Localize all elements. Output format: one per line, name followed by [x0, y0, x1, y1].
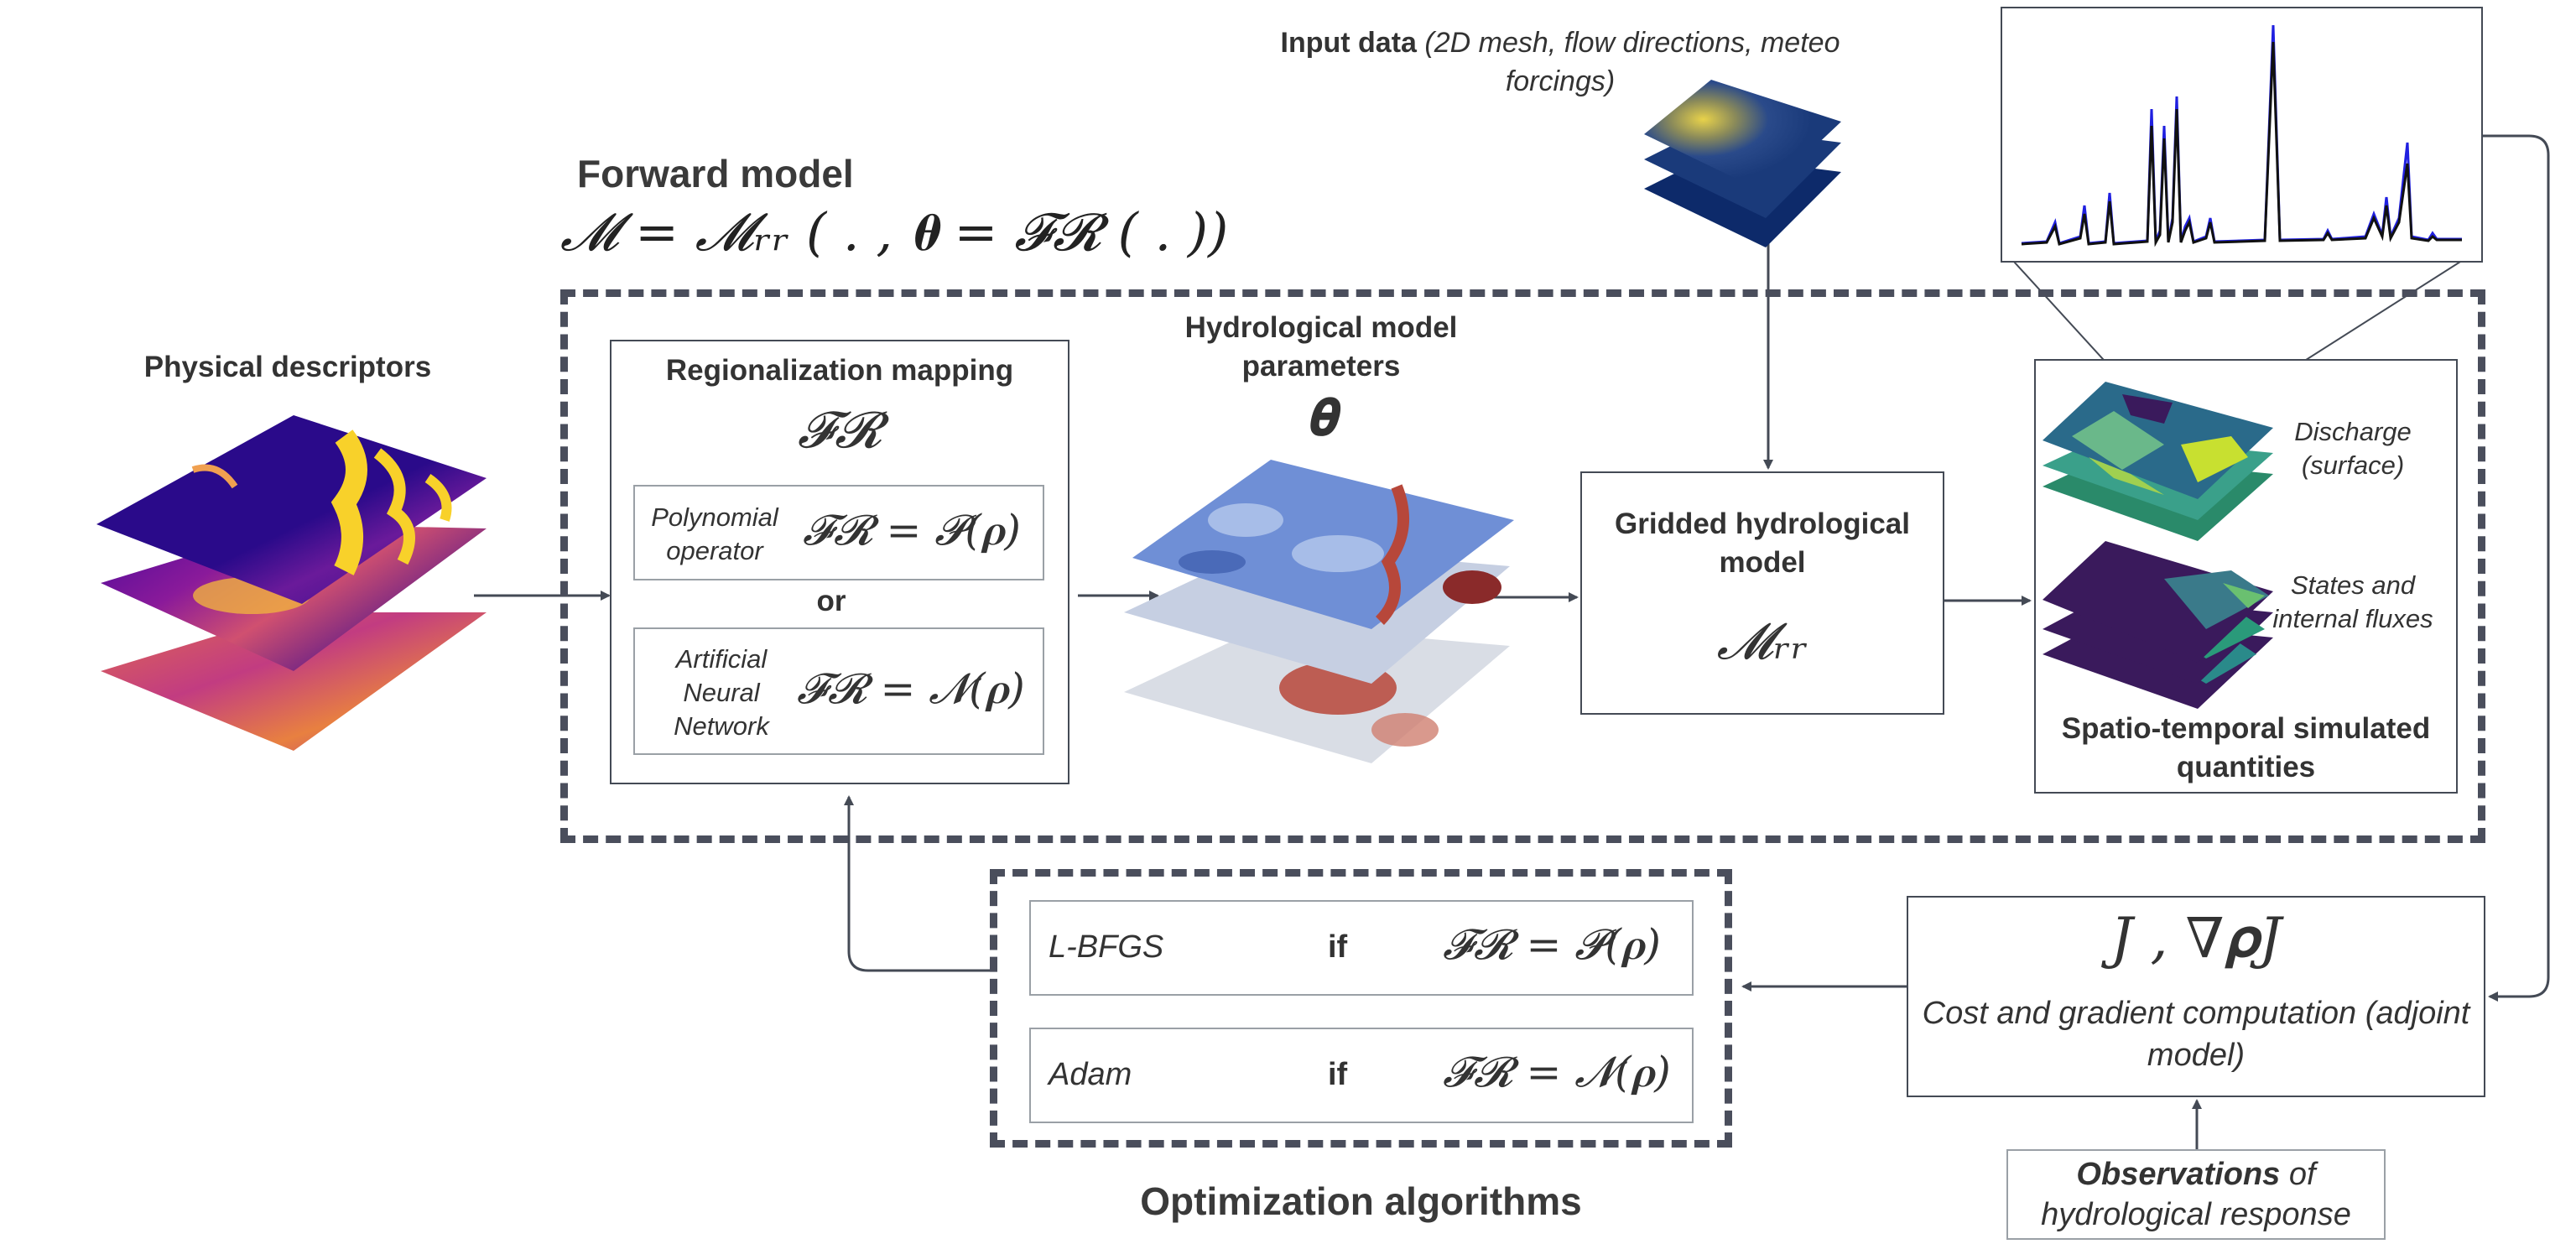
or-label: or — [816, 585, 846, 617]
optim-row-adam-name: Adam — [1049, 1057, 1132, 1092]
forward-model-equation: 𝓜 = 𝓜ᵣᵣ ( . , 𝛉 = 𝓕𝓡 ( . )) — [560, 201, 1229, 263]
optim-row-lbfgs-cond: if — [1328, 929, 1348, 965]
polynomial-operator-box — [633, 485, 1044, 580]
discharge-label: Discharge (surface) — [2294, 417, 2412, 480]
cost-equation: J , ∇𝛒J — [2110, 906, 2282, 971]
parameter-layers — [1124, 460, 1514, 763]
cost-label: Cost and gradient computation (adjoint m… — [1922, 996, 2470, 1073]
cost-box — [1907, 896, 2485, 1097]
parameters-title: Hydrological model parameters — [1184, 311, 1458, 383]
hydrograph-observed-series — [2021, 24, 2462, 245]
input-data-label-bold: Input data — [1280, 27, 1417, 59]
forward-model-title: Forward model — [577, 152, 854, 195]
parameters-symbol: 𝛉 — [1306, 388, 1336, 447]
optimization-container — [990, 869, 1732, 1148]
plasma-layer-bottom — [101, 612, 487, 751]
hydrograph-chart — [2021, 24, 2462, 247]
regionalization-symbol: 𝓕𝓡 — [797, 401, 882, 460]
optim-row-lbfgs-name: L-BFGS — [1049, 929, 1164, 965]
states-layers — [2043, 541, 2273, 709]
gridded-model-box — [1580, 471, 1944, 715]
arrow-optim-to-regionalization — [844, 795, 990, 972]
regionalization-title: Regionalization mapping — [665, 354, 1014, 387]
observations-box — [2006, 1149, 2386, 1240]
gridded-model-symbol: 𝓜ᵣᵣ — [1716, 612, 1808, 671]
optimization-title: Optimization algorithms — [1140, 1179, 1582, 1223]
ann-label: Artificial Neural Network — [674, 644, 769, 741]
input-data-layers — [1644, 80, 1841, 247]
states-layer-top — [2043, 541, 2273, 663]
observations-label: Observations of hydrological response — [2013, 1154, 2379, 1235]
polynomial-operator-label: Polynomial operator — [651, 502, 778, 565]
observations-label-bold: Observations — [2076, 1157, 2281, 1192]
ann-box — [633, 627, 1044, 755]
optim-row-adam-equation: 𝓕𝓡 = 𝓝(𝛒) — [1443, 1048, 1671, 1096]
input-data-label: Input data (2D mesh, flow directions, me… — [1258, 23, 1862, 101]
physical-descriptors-label: Physical descriptors — [143, 351, 432, 383]
optim-row-lbfgs-equation: 𝓕𝓡 = 𝓟(𝛒) — [1443, 920, 1661, 969]
optim-row-adam — [1029, 1028, 1694, 1123]
discharge-layers — [2043, 382, 2273, 541]
hydrograph-panel — [2001, 7, 2483, 263]
forward-model-container — [560, 289, 2485, 843]
input-layer-top — [1644, 80, 1841, 193]
spatio-temporal-title: Spatio-temporal simulated quantities — [2061, 712, 2431, 783]
physical-descriptor-layers — [96, 415, 487, 751]
states-label: States and internal fluxes — [2272, 570, 2433, 633]
optim-row-lbfgs — [1029, 900, 1694, 996]
observations-label-rest: of hydrological response — [2041, 1157, 2351, 1232]
hydrograph-simulated-series — [2021, 41, 2462, 247]
arrow-hydrograph-to-cost — [2483, 134, 2550, 1002]
ann-equation: 𝓕𝓡 = 𝓝(𝛒) — [797, 664, 1025, 713]
polynomial-operator-equation: 𝓕𝓡 = 𝓟(𝛒) — [803, 506, 1021, 554]
input-data-label-italic: (2D mesh, flow directions, meteo forcing… — [1424, 27, 1840, 97]
gridded-model-title: Gridded hydrological model — [1615, 507, 1910, 579]
optim-row-adam-cond: if — [1328, 1057, 1348, 1092]
